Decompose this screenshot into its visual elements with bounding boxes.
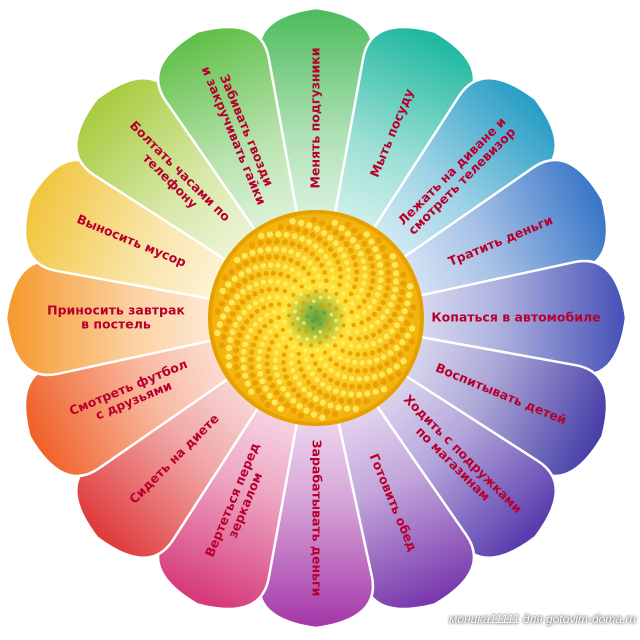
flower-center	[208, 210, 424, 426]
petal-label: Копаться в автомобиле	[431, 310, 600, 325]
petal-label: Зарабатывать деньги	[310, 440, 325, 597]
petal: Вертеться передзеркалом	[156, 383, 303, 611]
watermark-text: моника11111 для gotovim-doma.ru	[449, 612, 636, 626]
petal-label: Менять подгузники	[308, 48, 323, 189]
petal: Выносить мусор	[23, 158, 251, 305]
petal: Ходить с подружкамипо магазинам	[358, 360, 557, 559]
petal-shape	[156, 25, 303, 253]
